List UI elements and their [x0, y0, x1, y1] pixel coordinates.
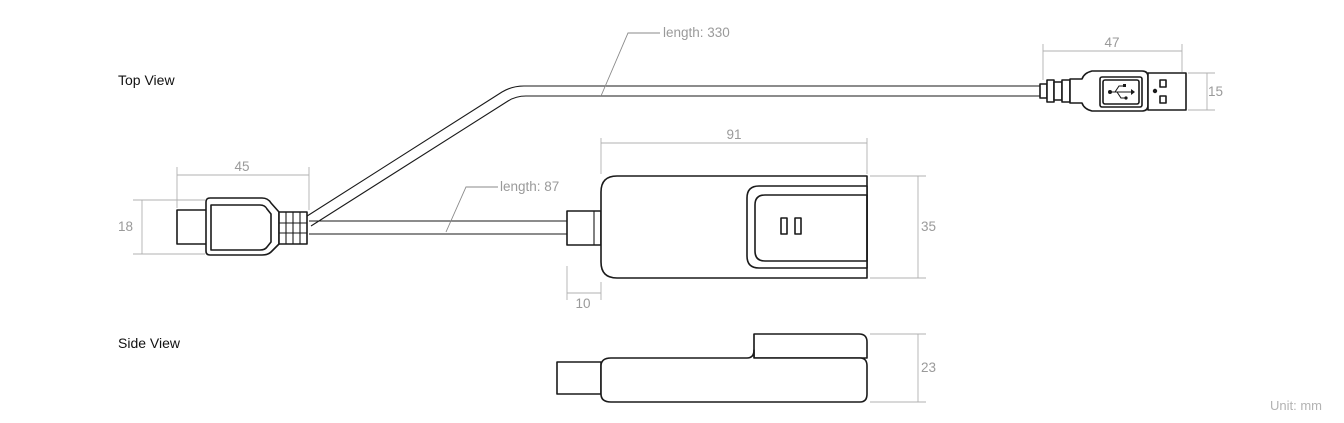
- usb-length-label: 47: [1104, 35, 1119, 50]
- cable-short-length: length: 87: [500, 179, 559, 194]
- connector-length-label: 10: [575, 296, 590, 311]
- top-view-label: Top View: [118, 72, 175, 88]
- usb-length-dimension: [1042, 44, 1183, 80]
- side-view-label: Side View: [118, 335, 181, 351]
- usb-height-label: 15: [1208, 84, 1223, 99]
- usbc-length-label: 45: [234, 159, 249, 174]
- usbc-length-dimension: [176, 167, 310, 210]
- body-width-dimension: [870, 175, 926, 279]
- connector-length-dimension: [566, 266, 602, 300]
- short-cable: [309, 220, 568, 235]
- usb-c-connector: [176, 197, 308, 256]
- usbc-height-label: 18: [118, 219, 133, 234]
- body-length-label: 91: [726, 127, 741, 142]
- usb-height-dimension: [1188, 72, 1215, 111]
- cable-short-leader: [445, 186, 498, 233]
- body-width-label: 35: [921, 219, 936, 234]
- body-length-dimension: [600, 138, 868, 174]
- usb-symbol-icon: [1108, 84, 1135, 100]
- body-height-label: 23: [921, 360, 936, 375]
- usb-a-connector: [1039, 70, 1187, 112]
- body-height-dimension: [870, 333, 926, 403]
- long-cable: [303, 85, 1040, 227]
- cable-long-leader: [600, 32, 660, 97]
- cable-long-length: length: 330: [663, 25, 730, 40]
- usbc-height-dimension: [133, 199, 205, 255]
- unit-label: Unit: mm: [1270, 398, 1322, 413]
- adapter-body-side: [556, 333, 868, 403]
- adapter-body-top: [566, 175, 868, 279]
